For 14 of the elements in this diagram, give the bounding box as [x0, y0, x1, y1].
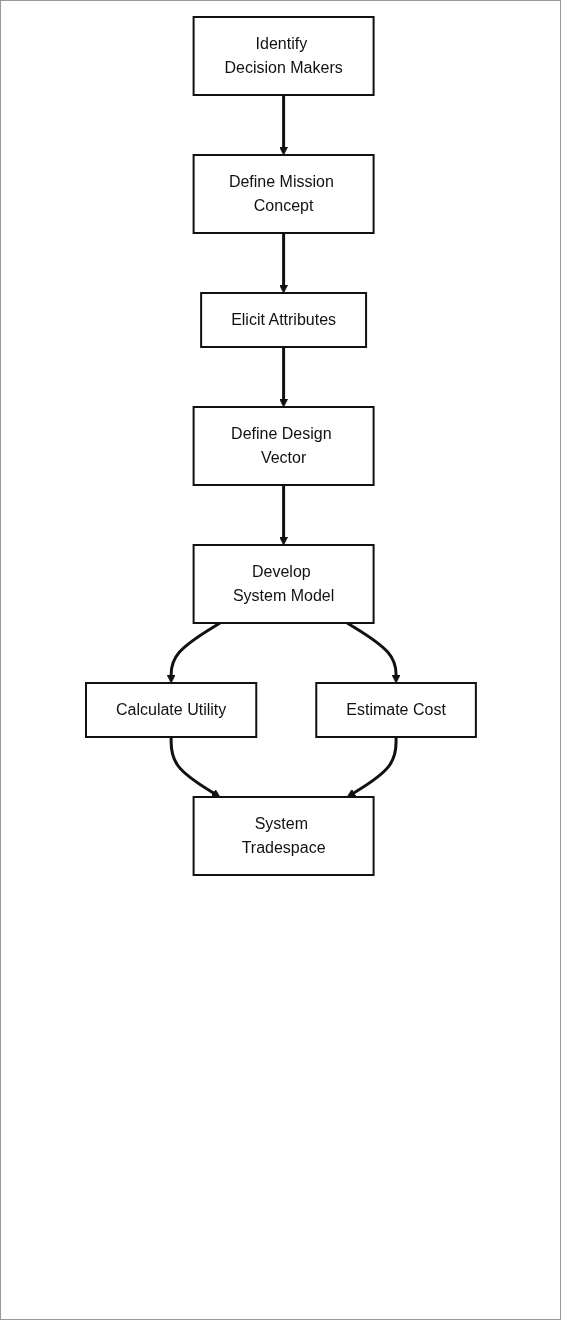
arrow: [278, 347, 288, 408]
node-box: Define Design Vector: [192, 406, 375, 486]
node-box: System Tradespace: [192, 796, 375, 876]
arrow: [278, 233, 288, 294]
node-box: Develop System Model: [192, 544, 375, 624]
node-box: Define Mission Concept: [192, 154, 375, 234]
node-box: Identify Decision Makers: [192, 16, 375, 96]
node-box: Elicit Attributes: [199, 292, 367, 348]
node-box: Estimate Cost: [314, 682, 477, 738]
arrow: [169, 737, 220, 798]
arrow: [278, 485, 288, 546]
arrow: [278, 95, 288, 156]
arrow: [346, 737, 398, 798]
node-box: Calculate Utility: [84, 682, 257, 738]
